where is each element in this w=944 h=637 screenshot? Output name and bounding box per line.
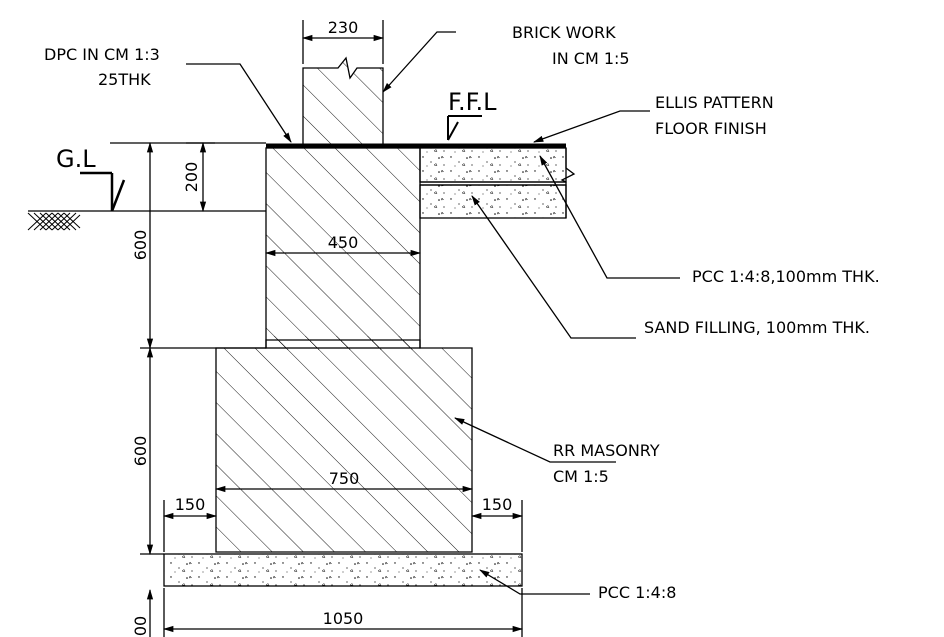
dim-lower-width: 750 (214, 469, 474, 493)
svg-text:G.L: G.L (56, 145, 96, 173)
svg-text:200: 200 (182, 162, 201, 193)
svg-text:00: 00 (131, 616, 150, 636)
svg-text:PCC 1:4:8: PCC 1:4:8 (598, 583, 676, 602)
dim-pcc-width: 1050 (162, 588, 524, 637)
svg-text:600: 600 (131, 436, 150, 467)
callout-sand-filling: SAND FILLING, 100mm THK. (471, 195, 870, 339)
gl-marker: G.L (56, 145, 126, 212)
dim-right-offset: 150 (470, 495, 524, 552)
dim-pcc-depth: 00 (131, 588, 154, 637)
svg-text:ELLIS PATTERN: ELLIS PATTERN (655, 93, 774, 112)
callout-pcc-floor: PCC 1:4:8,100mm THK. (539, 155, 880, 286)
dim-left-offset: 150 (162, 495, 218, 552)
lower-masonry (215, 336, 473, 553)
callout-brick-work: BRICK WORK IN CM 1:5 (382, 23, 630, 93)
svg-text:F.F.L: F.F.L (448, 88, 497, 116)
dim-upper-width: 450 (264, 233, 422, 257)
callout-dpc: DPC IN CM 1:3 25THK (44, 45, 292, 143)
svg-text:150: 150 (175, 495, 206, 514)
svg-text:RR MASONRY: RR MASONRY (553, 441, 660, 460)
dim-lower-depth: 600 (131, 346, 164, 556)
svg-text:450: 450 (328, 233, 359, 252)
dim-upper-depth: 600 (131, 141, 266, 350)
svg-text:SAND FILLING, 100mm THK.: SAND FILLING, 100mm THK. (644, 318, 870, 337)
pcc-footing (163, 553, 523, 587)
svg-text:230: 230 (328, 18, 359, 37)
svg-text:150: 150 (482, 495, 513, 514)
svg-text:25THK: 25THK (98, 70, 151, 89)
floor-layers (419, 147, 576, 219)
dim-wall-width: 230 (301, 18, 385, 64)
callout-rr-masonry: RR MASONRY CM 1:5 (454, 417, 660, 486)
svg-text:IN CM 1:5: IN CM 1:5 (552, 49, 630, 68)
dim-plinth-height: 200 (182, 141, 215, 213)
ffl-marker: F.F.L (447, 88, 497, 141)
svg-text:FLOOR FINISH: FLOOR FINISH (655, 119, 767, 138)
svg-text:CM 1:5: CM 1:5 (553, 467, 609, 486)
svg-text:750: 750 (329, 469, 360, 488)
svg-text:DPC IN CM 1:3: DPC IN CM 1:3 (44, 45, 160, 64)
svg-text:1050: 1050 (323, 609, 364, 628)
svg-text:PCC 1:4:8,100mm THK.: PCC 1:4:8,100mm THK. (692, 267, 880, 286)
callout-floor-finish: ELLIS PATTERN FLOOR FINISH (533, 93, 774, 143)
svg-text:600: 600 (131, 230, 150, 261)
brick-wall (302, 56, 384, 147)
callout-pcc-footing: PCC 1:4:8 (479, 569, 676, 602)
svg-text:BRICK WORK: BRICK WORK (512, 23, 616, 42)
